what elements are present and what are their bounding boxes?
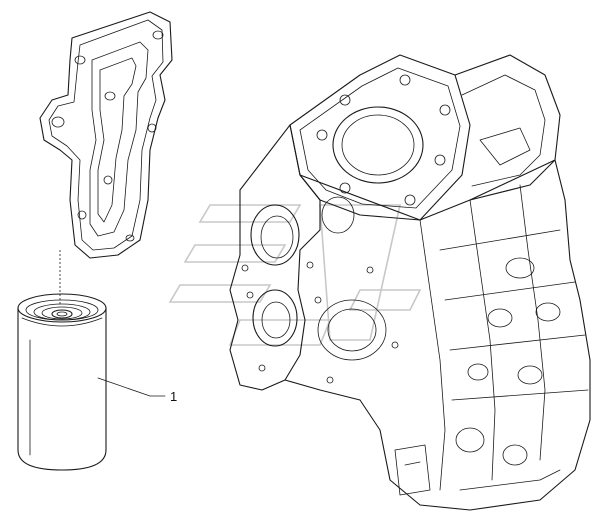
- oil-filter-cartridge: [17, 293, 107, 471]
- callout-label: 1: [170, 389, 177, 404]
- engine-block: [229, 54, 591, 511]
- callout-1: 1: [97, 377, 177, 404]
- filter-adapter-plate: [39, 11, 173, 259]
- callout-leader-line: [97, 377, 166, 397]
- watermark-logo: [168, 204, 422, 346]
